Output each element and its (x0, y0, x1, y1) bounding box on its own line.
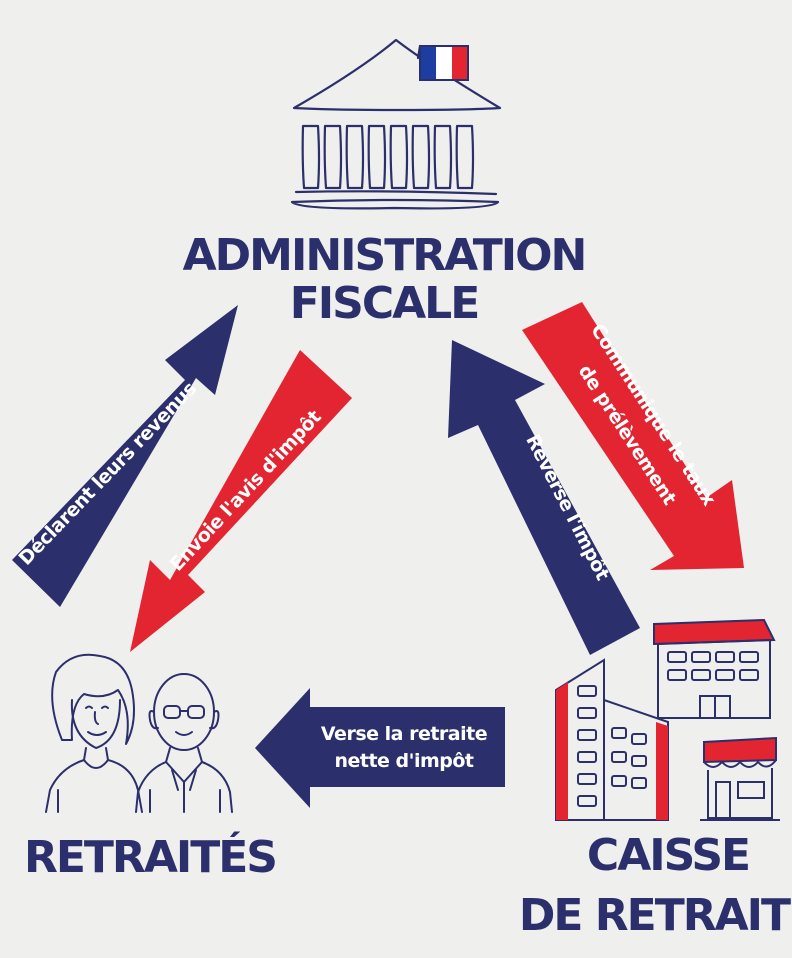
arrow-verse-label-line2: nette d'impôt (334, 750, 473, 772)
arrow-verse-label-line1: Verse la retraite (321, 723, 487, 745)
retraites-title: RETRAITÉS (24, 830, 276, 883)
caisse-title-line2: DE RETRAITE (519, 890, 792, 941)
arrow-envoie-avis: Envoie l'avis d'impôt (130, 350, 352, 652)
administration-title-line1: ADMINISTRATION (183, 230, 586, 281)
arrow-declarent-label: Déclarent leurs revenus (15, 378, 201, 570)
administration-title-line2: FISCALE (290, 278, 479, 329)
pension-fund-buildings-icon (555, 618, 780, 821)
arrow-declarent-revenus: Déclarent leurs revenus (12, 305, 238, 607)
french-flag-icon (419, 45, 469, 81)
government-building-icon (290, 38, 502, 210)
caisse-title-line1: CAISSE (587, 830, 749, 881)
arrow-envoie-label: Envoie l'avis d'impôt (166, 406, 326, 576)
retirees-couple-icon (45, 653, 233, 813)
arrow-verse-retraite: Verse la retraite nette d'impôt (255, 688, 505, 808)
